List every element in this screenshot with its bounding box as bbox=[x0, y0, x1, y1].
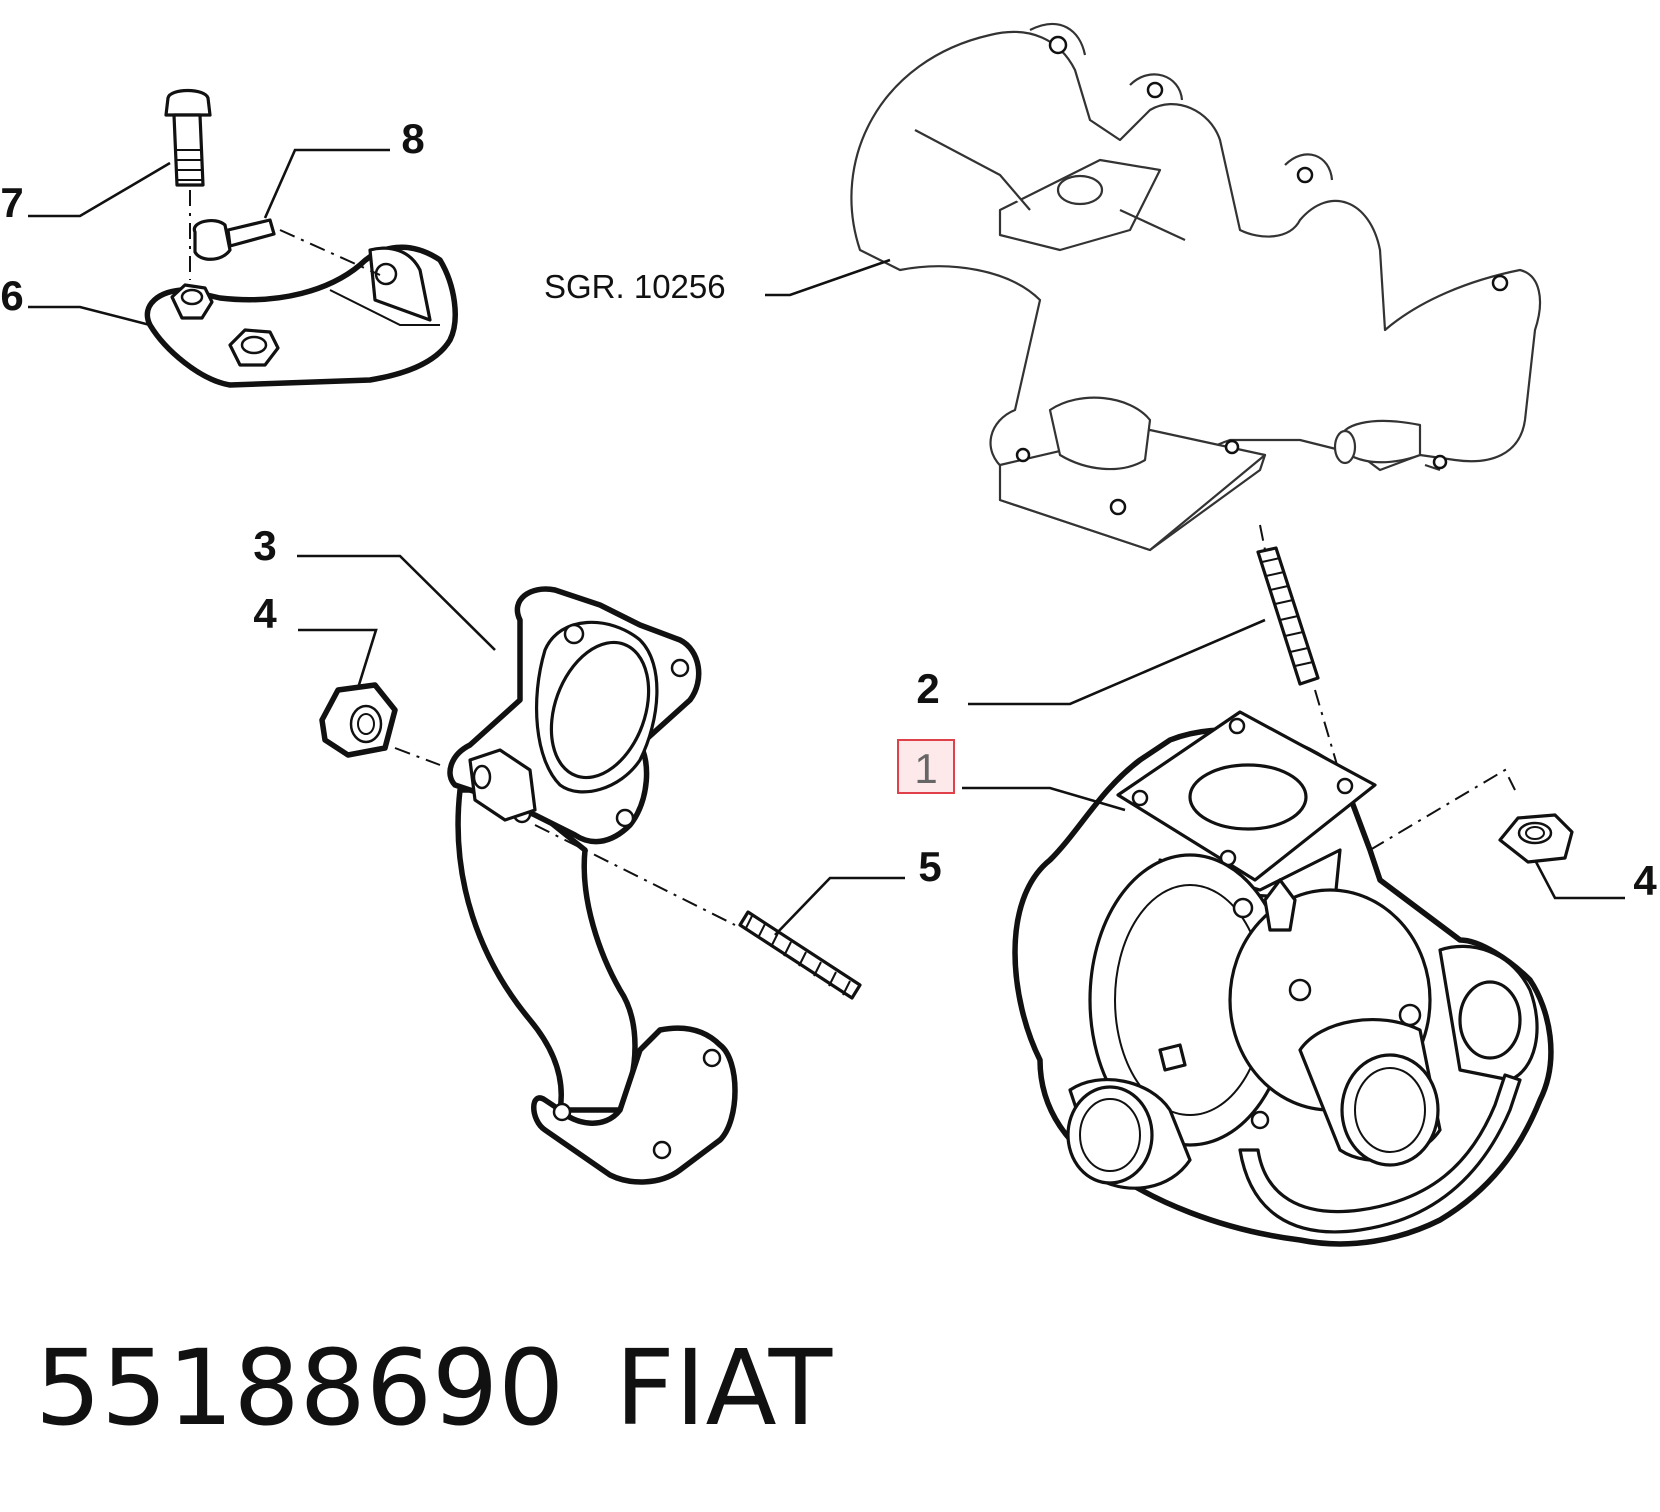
label-item-3: 3 bbox=[253, 522, 276, 569]
label-item-1: 1 bbox=[914, 745, 937, 792]
leader-item-1 bbox=[962, 786, 1126, 812]
leader-item-8 bbox=[263, 148, 390, 219]
label-item-8: 8 bbox=[401, 115, 424, 162]
leader-item-5 bbox=[774, 876, 905, 936]
leader-item-4-left bbox=[298, 628, 378, 689]
alignment-line-right-nut bbox=[1369, 768, 1516, 851]
leader-item-7 bbox=[28, 161, 171, 218]
part-number-text: 55188690 bbox=[35, 1327, 564, 1449]
leader-item-6 bbox=[28, 305, 151, 327]
label-item-2: 2 bbox=[916, 665, 939, 712]
nut-item-4-left bbox=[319, 682, 441, 766]
exhaust-manifold-drawing bbox=[850, 22, 1542, 552]
brand-text: FIAT bbox=[615, 1327, 833, 1449]
label-item-5: 5 bbox=[918, 843, 941, 890]
turbocharger-item-1 bbox=[1012, 710, 1554, 1247]
label-item-4-left: 4 bbox=[253, 590, 277, 637]
stud-item-2 bbox=[1256, 524, 1341, 776]
leader-item-4-right bbox=[1533, 859, 1625, 900]
label-item-7: 7 bbox=[0, 179, 23, 226]
exhaust-pipe-item-3 bbox=[447, 586, 738, 1185]
stud-item-5 bbox=[534, 824, 862, 1000]
label-item-4-right: 4 bbox=[1633, 857, 1657, 904]
leader-item-2 bbox=[968, 618, 1266, 706]
bolt-item-7 bbox=[164, 88, 212, 280]
leader-item-3 bbox=[297, 554, 496, 651]
screw-item-8 bbox=[192, 218, 381, 276]
label-item-6: 6 bbox=[0, 272, 23, 319]
reference-leader-line bbox=[765, 258, 891, 297]
bracket-item-6 bbox=[144, 244, 458, 388]
highlight-box-item-1 bbox=[897, 739, 955, 794]
reference-label: SGR. 10256 bbox=[544, 268, 726, 305]
nut-item-4-right bbox=[1498, 813, 1574, 864]
